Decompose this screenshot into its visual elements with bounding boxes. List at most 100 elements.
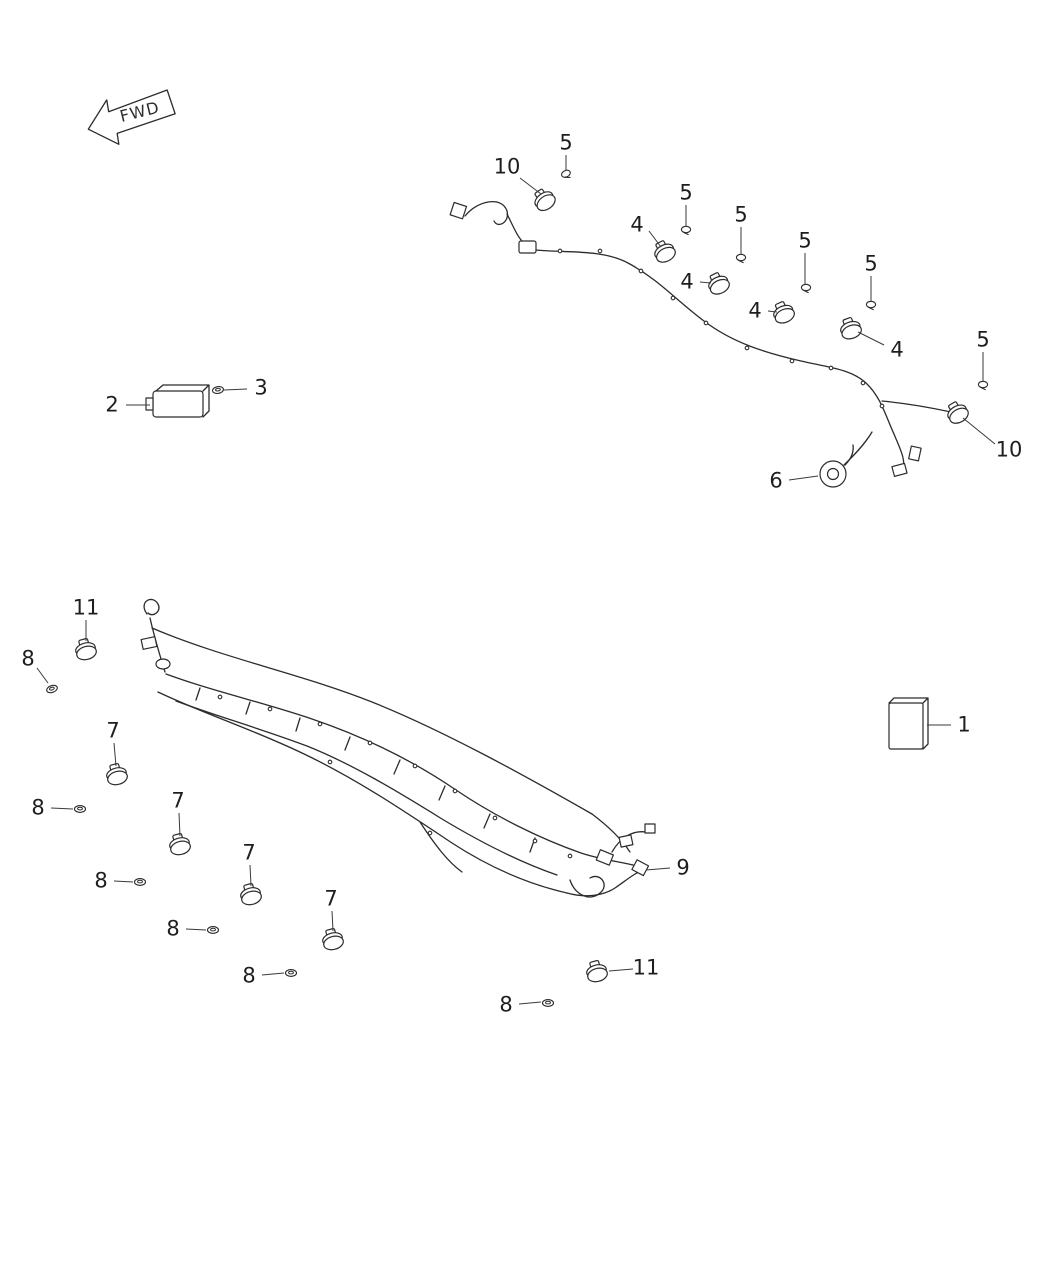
fwd-arrow: FWD (87, 89, 176, 145)
leader-10-top (519, 177, 542, 195)
callout-5-e: 5 (864, 251, 878, 276)
callout-5-a: 5 (559, 130, 573, 155)
callout-7-d: 7 (324, 886, 338, 911)
callout-7-a: 7 (106, 718, 120, 743)
bottom-harness-connector-d (644, 823, 656, 834)
leader-7-c (249, 864, 252, 887)
callout-5-d: 5 (798, 228, 812, 253)
bottom-harness-branch-up (591, 813, 631, 853)
callout-8-c: 8 (94, 868, 108, 893)
part-8-clip-b (73, 805, 87, 813)
top-harness-clip-bumps (557, 248, 885, 409)
bottom-harness-connector-a (595, 849, 614, 866)
leader-8-e (261, 972, 285, 976)
part-4-sensor-a (649, 237, 679, 266)
callout-8-f: 8 (499, 992, 513, 1017)
part-8-clip-f (541, 999, 555, 1007)
leader-lines (36, 155, 996, 1005)
part-8-clip-a (45, 683, 59, 695)
callout-5-c: 5 (734, 202, 748, 227)
leader-8-d (185, 928, 207, 931)
callout-4-a: 4 (630, 212, 644, 237)
leader-4-a (648, 230, 662, 248)
callout-4-d: 4 (890, 337, 904, 362)
bottom-harness-cluster-loop (569, 875, 605, 898)
callout-9: 9 (676, 855, 690, 880)
callout-7-b: 7 (171, 788, 185, 813)
leader-4-b (699, 281, 712, 284)
callout-11-right: 11 (632, 955, 660, 980)
top-harness-branch-right (881, 400, 952, 413)
bottom-harness-outline-top (151, 627, 593, 815)
callout-11-left: 11 (72, 595, 100, 620)
top-harness-lead (506, 213, 525, 244)
part-4-sensor-b (704, 269, 733, 298)
part-4-sensor-c (769, 298, 798, 327)
bottom-harness-connector-b (618, 834, 634, 848)
parts (45, 168, 989, 1007)
leader-4-c (767, 310, 778, 313)
part-5-fastener-a (559, 168, 573, 182)
callout-3: 3 (254, 375, 268, 400)
bottom-harness (140, 598, 656, 898)
callout-8-a: 8 (21, 646, 35, 671)
top-harness-main (535, 249, 905, 472)
fwd-label: FWD (118, 98, 162, 126)
top-harness-branch-grommet (843, 431, 873, 466)
top-harness-end-connector (449, 201, 468, 220)
callout-6: 6 (769, 468, 783, 493)
bottom-harness-run-2 (157, 691, 568, 894)
callout-1: 1 (957, 712, 971, 737)
bottom-harness-cross-branch (419, 821, 463, 873)
leader-7-b (178, 812, 181, 837)
part-5-fastener-c (735, 253, 747, 264)
part-8-clip-e (284, 969, 298, 977)
bottom-harness-run-3 (175, 700, 558, 876)
leader-6 (788, 475, 819, 481)
part-10-sensor-right (942, 398, 972, 427)
bottom-harness-ties (195, 687, 536, 853)
callout-8-b: 8 (31, 795, 45, 820)
part-5-fastener-e (865, 300, 877, 311)
top-harness-connector-b (908, 445, 922, 462)
leader-9 (645, 867, 671, 871)
leader-4-d (857, 331, 885, 346)
part-8-clip-c (133, 878, 147, 886)
leader-11-right (608, 968, 634, 972)
callout-7-c: 7 (242, 840, 256, 865)
leader-10-right (962, 417, 996, 445)
callout-8-e: 8 (242, 963, 256, 988)
callout-4-c: 4 (748, 298, 762, 323)
callout-2: 2 (105, 392, 119, 417)
top-harness-pigtail (464, 201, 509, 226)
part-3-fastener (211, 385, 225, 395)
bottom-harness-clip-bumps (217, 694, 573, 859)
bottom-harness-tail (566, 869, 645, 897)
top-harness-junction (518, 240, 537, 254)
callout-5-b: 5 (679, 180, 693, 205)
bottom-harness-left-grommet (155, 658, 171, 670)
callout-10-top: 10 (493, 154, 521, 179)
part-6-grommet (819, 444, 854, 488)
leader-7-a (113, 742, 117, 767)
leader-8-c (113, 880, 134, 883)
leader-3 (223, 388, 248, 391)
part-1-module (888, 697, 929, 750)
part-10-sensor-left (529, 184, 559, 215)
bottom-harness-curl (143, 598, 160, 616)
part-5-fastener-f (977, 380, 989, 391)
bottom-harness-connector-c (631, 859, 650, 877)
callout-10-right: 10 (995, 437, 1023, 462)
bottom-harness-run-1 (165, 673, 638, 867)
part-11-sensor-right (583, 958, 610, 985)
part-8-clip-d (206, 926, 220, 934)
top-harness (449, 201, 952, 477)
callout-8-d: 8 (166, 916, 180, 941)
bottom-harness-left-connector (140, 636, 158, 650)
part-4-sensor-d (836, 314, 864, 343)
leader-8-a (36, 667, 49, 684)
part-5-fastener-b (680, 225, 692, 236)
part-7-sensor-a (103, 761, 130, 788)
